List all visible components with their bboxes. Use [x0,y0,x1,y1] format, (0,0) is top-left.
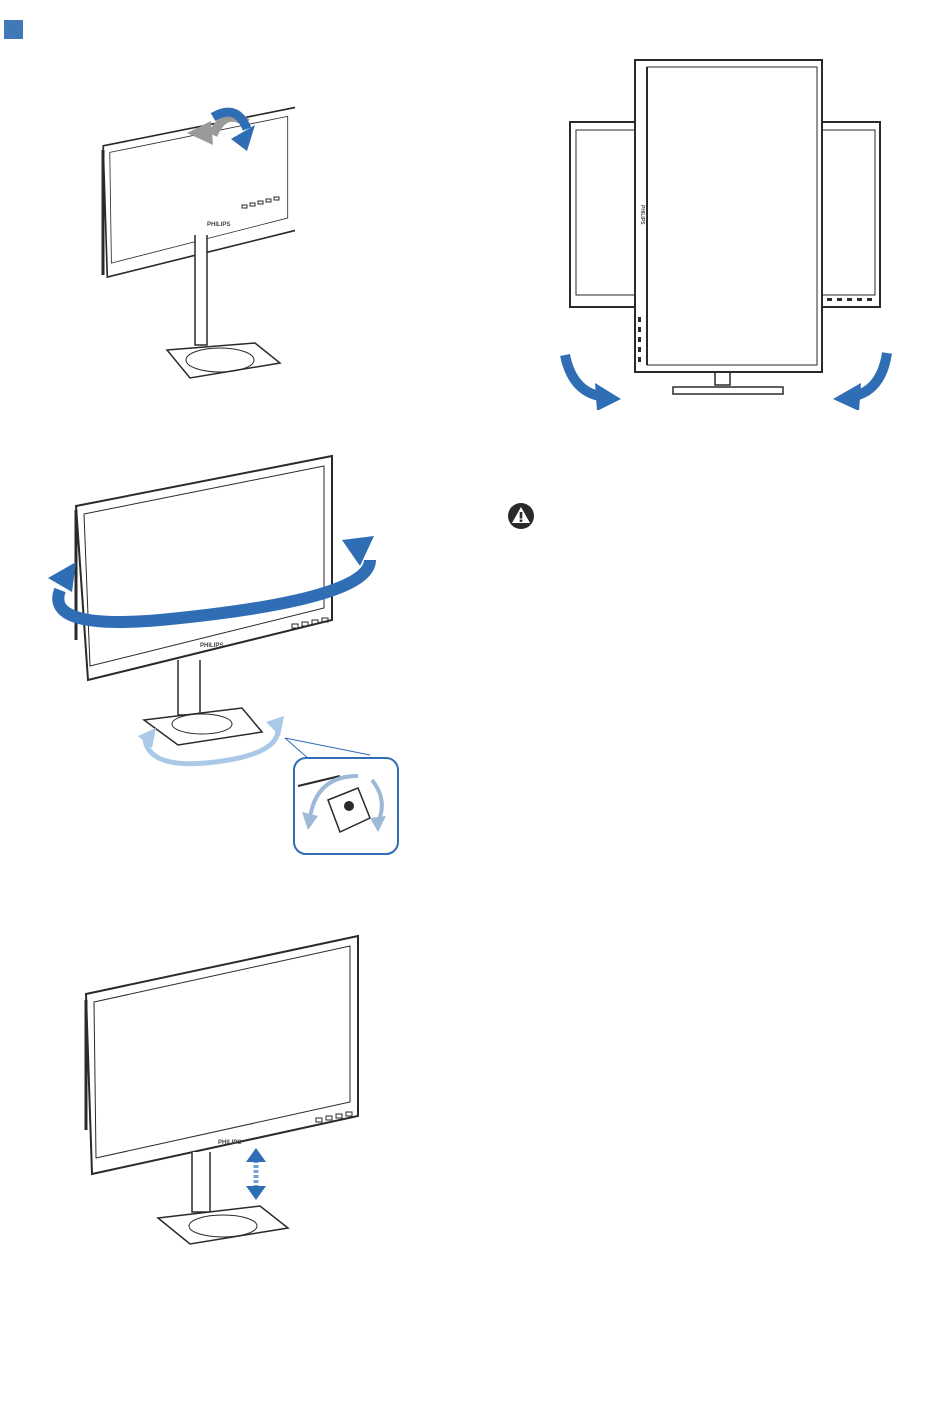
warning-icon [507,502,535,530]
pivot-figure: PHILIPS [555,55,900,410]
brand-label: PHILIPS [207,222,230,228]
brand-label: PHILIPS [218,1140,241,1146]
brand-label: PHILIPS [200,643,223,649]
brand-label: PHILIPS [639,205,645,225]
section-marker-icon [4,20,23,39]
tilt-figure: PHILIPS [95,95,295,395]
swivel-figure: PHILIPS [40,440,410,860]
height-adjustment-figure: PHILIPS [80,930,370,1250]
